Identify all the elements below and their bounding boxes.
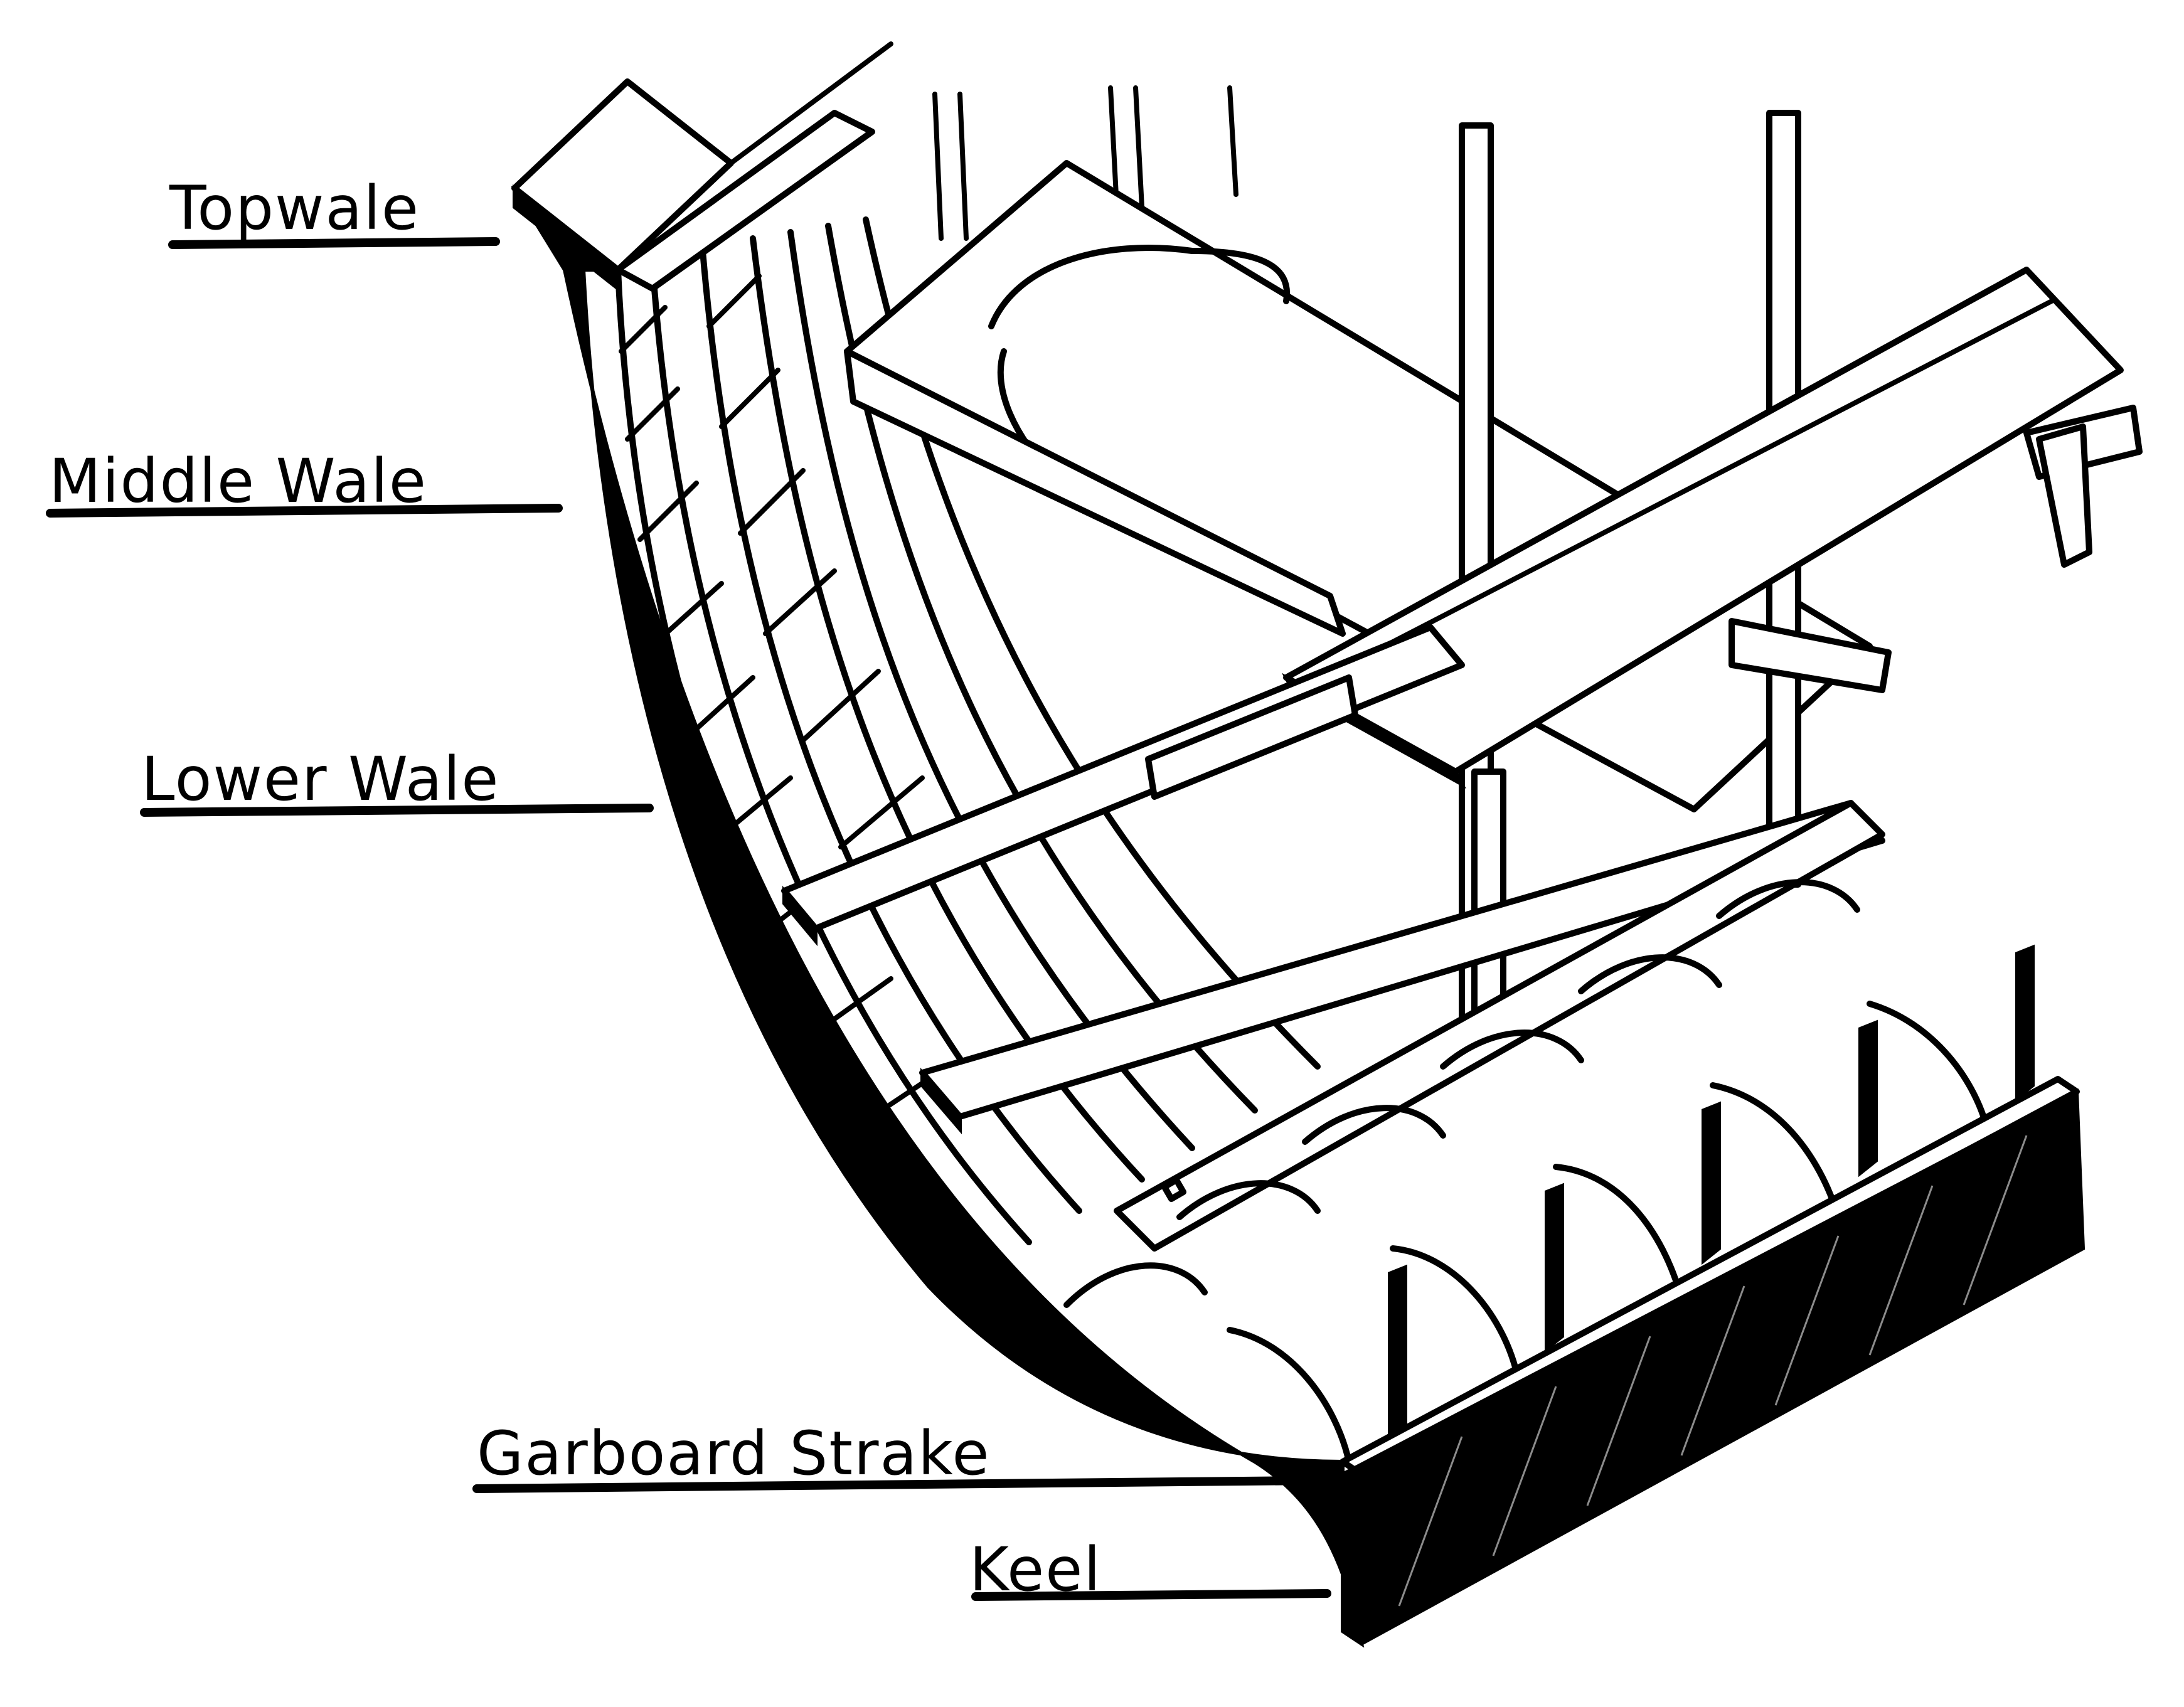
middle-plank bbox=[781, 624, 1465, 947]
lower-plank bbox=[919, 800, 1885, 1135]
top-rail bbox=[615, 41, 893, 292]
label-lower-wale-text: Lower Wale bbox=[141, 744, 499, 814]
keelson-posts bbox=[1388, 944, 2035, 1441]
label-lower-wale: Lower Wale bbox=[140, 744, 654, 817]
label-middle-wale: Middle Wale bbox=[46, 446, 563, 518]
label-garboard-strake: Garboard Strake bbox=[472, 1418, 1316, 1493]
label-topwale: Topwale bbox=[168, 173, 500, 249]
label-garboard-strake-text: Garboard Strake bbox=[477, 1418, 991, 1489]
keel-block bbox=[1340, 1076, 2085, 1646]
upper-frames bbox=[932, 85, 1238, 241]
floor-timbers bbox=[1063, 879, 1992, 1465]
label-topwale-text: Topwale bbox=[169, 173, 420, 243]
label-middle-wale-text: Middle Wale bbox=[49, 446, 427, 516]
label-keel: Keel bbox=[969, 1534, 1331, 1605]
